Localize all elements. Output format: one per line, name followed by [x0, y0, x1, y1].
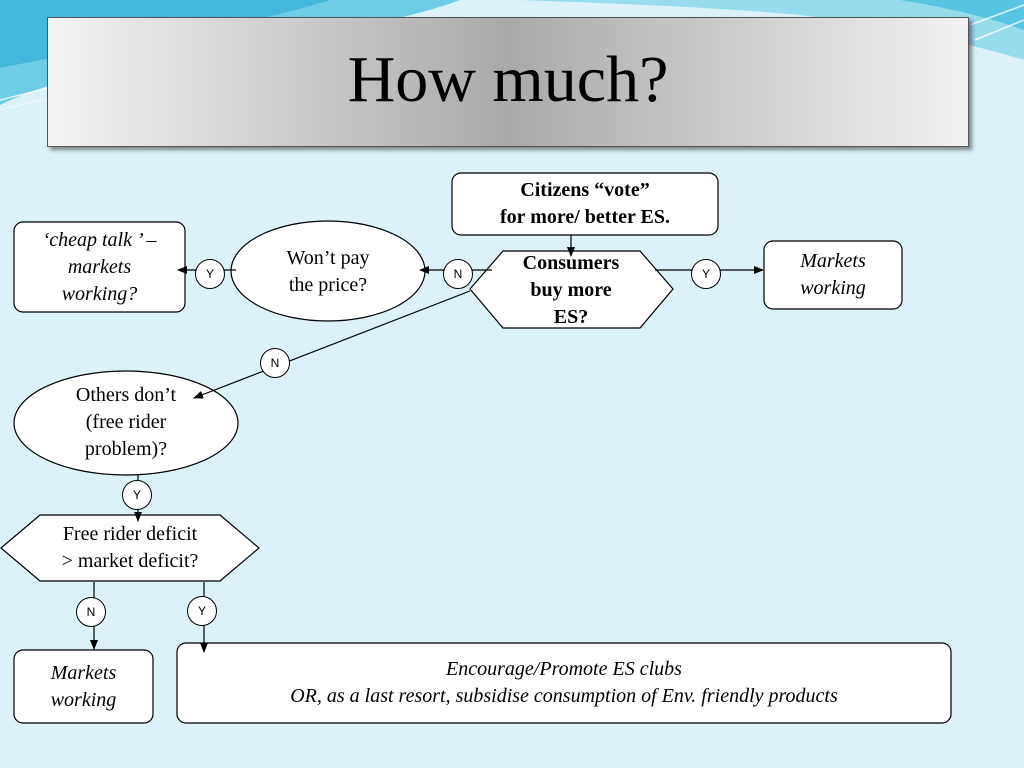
- edge-label-consumers-to-others: N: [260, 348, 290, 378]
- edge-label-deficit-to-markets: N: [76, 597, 106, 627]
- encourage-clubs-box: [176, 642, 952, 724]
- title-bar: How much?: [47, 17, 969, 147]
- citizens-vote-box: [451, 172, 719, 236]
- free-rider-deficit-label: Free rider deficit > market deficit?: [61, 523, 199, 572]
- others-dont-ellipse: [13, 370, 239, 476]
- markets-working-bottom-box: [13, 649, 154, 724]
- wont-pay-label: Won’t pay the price?: [286, 247, 370, 296]
- cheap-talk-label: ‘cheap talk ’ – markets working?: [42, 228, 157, 305]
- arrow-consumers-to-others: [193, 290, 471, 399]
- consumers-buy-label: Consumers buy more ES?: [522, 251, 620, 328]
- citizens-vote-label: Citizens “vote” for more/ better ES.: [500, 179, 670, 228]
- consumers-buy-decision: [469, 250, 674, 329]
- edge-label-others-to-deficit: Y: [122, 480, 152, 510]
- free-rider-deficit-decision: [0, 514, 260, 582]
- edge-label-consumers-to-wontpay: N: [443, 259, 473, 289]
- others-dont-label: Others don’t (free rider problem)?: [75, 383, 177, 460]
- markets-working-bottom-label: Markets working: [50, 661, 117, 711]
- edge-label-deficit-to-clubs: Y: [187, 596, 217, 626]
- edge-label-consumers-to-markets: Y: [691, 259, 721, 289]
- encourage-clubs-label: Encourage/Promote ES clubs OR, as a last…: [290, 658, 838, 707]
- markets-working-right-label: Markets working: [800, 250, 866, 299]
- edge-label-wontpay-to-cheaptalk: Y: [195, 259, 225, 289]
- markets-working-right-box: [763, 240, 903, 310]
- slide-title: How much?: [347, 43, 669, 116]
